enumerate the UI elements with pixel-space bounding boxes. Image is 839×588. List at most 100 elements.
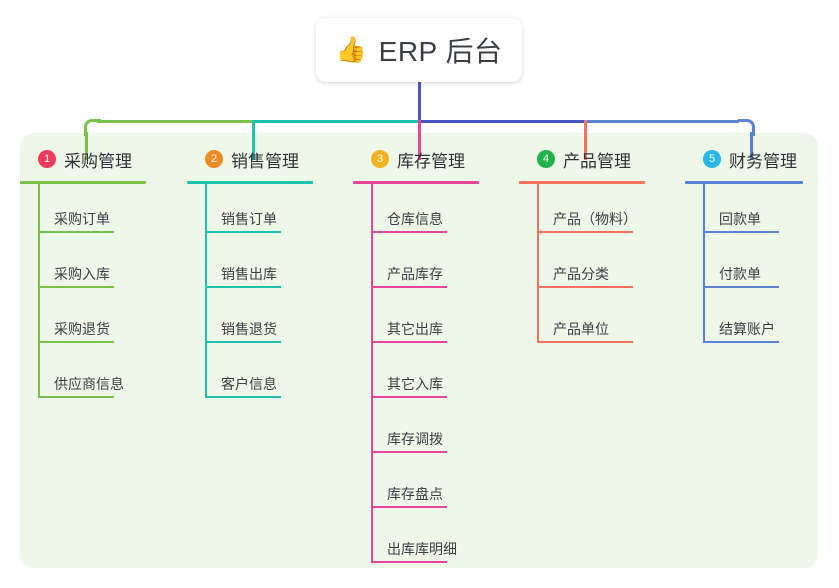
leaf-rule	[205, 396, 281, 398]
leaf-rule	[703, 231, 779, 233]
branch-header-5[interactable]: 5 财务管理	[685, 146, 825, 172]
branch-badge-1: 1	[38, 150, 56, 168]
branch-spine-5	[703, 184, 705, 343]
leaf-rule	[537, 341, 633, 343]
leaf-item[interactable]: 销售出库	[187, 239, 353, 294]
leaf-item[interactable]: 产品库存	[353, 239, 519, 294]
branch-title-5: 财务管理	[729, 151, 797, 171]
branch-spine-3	[371, 184, 373, 563]
leaf-label: 其它入库	[387, 376, 443, 392]
leaf-item[interactable]: 采购入库	[20, 239, 186, 294]
branch-leaf-list-2: 销售订单销售出库销售退货客户信息	[187, 184, 353, 404]
leaf-rule	[703, 341, 779, 343]
leaf-item[interactable]: 其它入库	[353, 349, 519, 404]
leaf-item[interactable]: 产品（物料）	[519, 184, 685, 239]
leaf-item[interactable]: 销售订单	[187, 184, 353, 239]
leaf-label: 结算账户	[719, 321, 775, 337]
leaf-item[interactable]: 销售退货	[187, 294, 353, 349]
bus-segment-4	[584, 120, 739, 123]
branch-column-5: 5 财务管理回款单付款单结算账户	[685, 146, 825, 349]
branch-header-rule-1	[20, 181, 146, 184]
branch-header-rule-4	[519, 181, 645, 184]
branch-header-rule-5	[685, 181, 803, 184]
leaf-label: 库存调拨	[387, 431, 443, 447]
leaf-label: 销售退货	[221, 321, 277, 337]
leaf-item[interactable]: 产品单位	[519, 294, 685, 349]
leaf-rule	[371, 231, 447, 233]
leaf-rule	[703, 286, 779, 288]
leaf-item[interactable]: 付款单	[685, 239, 825, 294]
leaf-item[interactable]: 采购退货	[20, 294, 186, 349]
branch-column-2: 2 销售管理销售订单销售出库销售退货客户信息	[187, 146, 353, 404]
bus-corner-right	[738, 119, 755, 136]
branch-header-3[interactable]: 3 库存管理	[353, 146, 519, 172]
leaf-label: 采购入库	[54, 266, 110, 282]
leaf-label: 产品分类	[553, 266, 609, 282]
leaf-label: 采购退货	[54, 321, 110, 337]
leaf-rule	[371, 286, 447, 288]
leaf-label: 产品库存	[387, 266, 443, 282]
leaf-item[interactable]: 其它出库	[353, 294, 519, 349]
branch-column-1: 1 采购管理采购订单采购入库采购退货供应商信息	[20, 146, 186, 404]
leaf-item[interactable]: 产品分类	[519, 239, 685, 294]
thumbs-up-icon: 👍	[335, 35, 367, 64]
leaf-label: 供应商信息	[54, 376, 124, 392]
leaf-rule	[537, 231, 633, 233]
leaf-label: 其它出库	[387, 321, 443, 337]
bus-segment-3	[418, 120, 584, 123]
leaf-label: 产品单位	[553, 321, 609, 337]
leaf-rule	[38, 286, 114, 288]
branch-badge-3: 3	[371, 150, 389, 168]
leaf-rule	[371, 561, 447, 563]
root-node[interactable]: 👍 ERP 后台	[316, 18, 522, 82]
leaf-item[interactable]: 库存调拨	[353, 404, 519, 459]
branch-badge-5: 5	[703, 150, 721, 168]
branch-title-3: 库存管理	[397, 151, 465, 171]
leaf-rule	[371, 506, 447, 508]
leaf-rule	[537, 286, 633, 288]
leaf-item[interactable]: 客户信息	[187, 349, 353, 404]
leaf-item[interactable]: 出库库明细	[353, 514, 519, 569]
branch-stem-4	[584, 120, 587, 160]
leaf-rule	[205, 286, 281, 288]
branch-stem-3	[418, 120, 421, 160]
branch-header-1[interactable]: 1 采购管理	[20, 146, 186, 172]
branch-stem-2	[252, 120, 255, 160]
branch-badge-2: 2	[205, 150, 223, 168]
leaf-item[interactable]: 结算账户	[685, 294, 825, 349]
branch-spine-4	[537, 184, 539, 343]
bus-segment-2	[252, 120, 418, 123]
branch-column-4: 4 产品管理产品（物料） 产品分类产品单位	[519, 146, 685, 349]
leaf-item[interactable]: 采购订单	[20, 184, 186, 239]
leaf-rule	[205, 341, 281, 343]
branch-leaf-list-1: 采购订单采购入库采购退货供应商信息	[20, 184, 186, 404]
branch-stem-5	[750, 132, 753, 160]
branch-title-4: 产品管理	[563, 151, 631, 171]
leaf-label: 采购订单	[54, 211, 110, 227]
leaf-item[interactable]: 仓库信息	[353, 184, 519, 239]
branch-title-2: 销售管理	[231, 151, 299, 171]
branch-header-rule-3	[353, 181, 479, 184]
leaf-item[interactable]: 供应商信息	[20, 349, 186, 404]
leaf-label: 客户信息	[221, 376, 277, 392]
leaf-item[interactable]: 回款单	[685, 184, 825, 239]
leaf-rule	[38, 341, 114, 343]
leaf-label: 产品（物料）	[553, 211, 637, 227]
leaf-rule	[371, 396, 447, 398]
leaf-label: 仓库信息	[387, 211, 443, 227]
branch-header-4[interactable]: 4 产品管理	[519, 146, 685, 172]
bus-corner-left	[84, 119, 101, 136]
leaf-item[interactable]: 库存盘点	[353, 459, 519, 514]
leaf-label: 付款单	[719, 266, 761, 282]
leaf-rule	[371, 341, 447, 343]
branch-badge-4: 4	[537, 150, 555, 168]
leaf-label: 出库库明细	[387, 541, 457, 557]
branch-title-1: 采购管理	[64, 151, 132, 171]
branch-header-2[interactable]: 2 销售管理	[187, 146, 353, 172]
leaf-label: 库存盘点	[387, 486, 443, 502]
leaf-rule	[38, 396, 114, 398]
branch-leaf-list-3: 仓库信息产品库存其它出库其它入库库存调拨库存盘点出库库明细	[353, 184, 519, 569]
branch-leaf-list-4: 产品（物料） 产品分类产品单位	[519, 184, 685, 349]
bus-segment-1	[97, 120, 252, 123]
